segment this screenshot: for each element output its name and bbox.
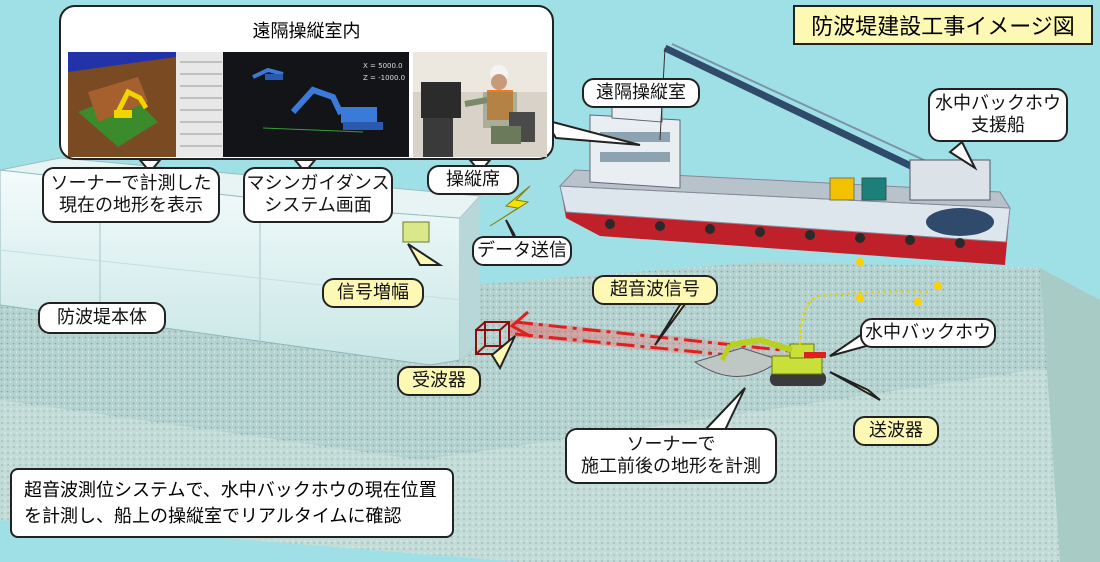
guidance-readout-z: Z = -1000.0	[363, 74, 405, 82]
callout-machine-guidance-line1: マシンガイダンス	[246, 173, 390, 194]
callout-sonar-display-line2: 現在の地形を表示	[59, 195, 203, 216]
buoy	[914, 298, 922, 306]
callout-support-ship-line1: 水中バックホウ	[935, 93, 1061, 114]
callout-remote-room: 遠隔操縦室	[582, 78, 700, 108]
callout-ultrasonic-signal: 超音波信号	[592, 275, 718, 305]
machine-guidance-screen: X = 5000.0 Z = -1000.0	[223, 52, 409, 157]
signal-amplifier-box	[402, 221, 430, 243]
diagram-title: 防波堤建設工事イメージ図	[793, 5, 1093, 45]
sonar-terrain-screen	[68, 52, 226, 157]
buoy	[856, 294, 864, 302]
crane-boom	[663, 44, 942, 184]
callout-underwater-backhoe: 水中バックホウ	[860, 318, 996, 348]
control-room-panel: 遠隔操縦室内	[59, 5, 554, 160]
underwater-backhoe	[719, 336, 826, 386]
callout-machine-guidance: マシンガイダンス システム画面	[243, 167, 393, 223]
callout-sonar-display: ソーナーで計測した 現在の地形を表示	[42, 167, 220, 223]
callout-sonar-survey-line1: ソーナーで	[626, 434, 716, 455]
callout-transmitter: 送波器	[853, 416, 939, 446]
callout-signal-amplifier: 信号増幅	[322, 278, 424, 308]
explanatory-note-line2: を計測し、船上の操縦室でリアルタイムに確認	[24, 506, 402, 527]
callout-support-ship-line2: 支援船	[971, 115, 1025, 136]
callout-sonar-survey: ソーナーで 施工前後の地形を計測	[565, 428, 777, 484]
buoy	[856, 258, 864, 266]
breakwater-end	[460, 196, 480, 360]
data-transmission-bolt	[489, 185, 531, 227]
tether-cable	[799, 290, 931, 346]
callout-breakwater-body: 防波堤本体	[38, 302, 166, 334]
callout-machine-guidance-line2: システム画面	[264, 195, 372, 216]
control-room-panel-title: 遠隔操縦室内	[252, 21, 361, 42]
callout-sonar-display-line1: ソーナーで計測した	[50, 173, 212, 194]
mound-right-face	[1040, 268, 1100, 562]
callout-sonar-survey-line2: 施工前後の地形を計測	[581, 456, 761, 477]
callout-support-ship: 水中バックホウ 支援船	[928, 88, 1068, 142]
explanatory-note: 超音波測位システムで、水中バックホウの現在位置 を計測し、船上の操縦室でリアルタ…	[10, 468, 454, 538]
operator-seat-photo	[413, 52, 547, 157]
explanatory-note-line1: 超音波測位システムで、水中バックホウの現在位置	[24, 480, 437, 501]
guidance-readout-x: X = 5000.0	[363, 62, 403, 70]
callout-data-transmission: データ送信	[472, 236, 572, 266]
buoy	[934, 282, 942, 290]
callout-receiver: 受波器	[397, 366, 481, 396]
callout-operator-seat: 操縦席	[427, 165, 519, 195]
